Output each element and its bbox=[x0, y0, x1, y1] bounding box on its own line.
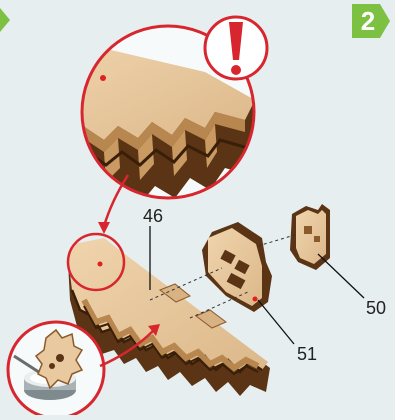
leader-50 bbox=[318, 254, 364, 298]
step-number: 2 bbox=[352, 6, 384, 36]
part-50-label: 50 bbox=[366, 298, 386, 318]
part-51-piece bbox=[202, 222, 272, 312]
glue-dot bbox=[100, 75, 106, 81]
exclamation-icon bbox=[205, 17, 267, 79]
glue-pot-icon bbox=[8, 322, 104, 415]
prev-step-arrow bbox=[0, 8, 10, 32]
step-badge: 2 bbox=[352, 4, 390, 38]
leader-51 bbox=[258, 300, 294, 344]
part-46-label: 46 bbox=[143, 206, 163, 226]
part-51-label: 51 bbox=[297, 344, 317, 364]
callout-arrow bbox=[104, 175, 128, 226]
